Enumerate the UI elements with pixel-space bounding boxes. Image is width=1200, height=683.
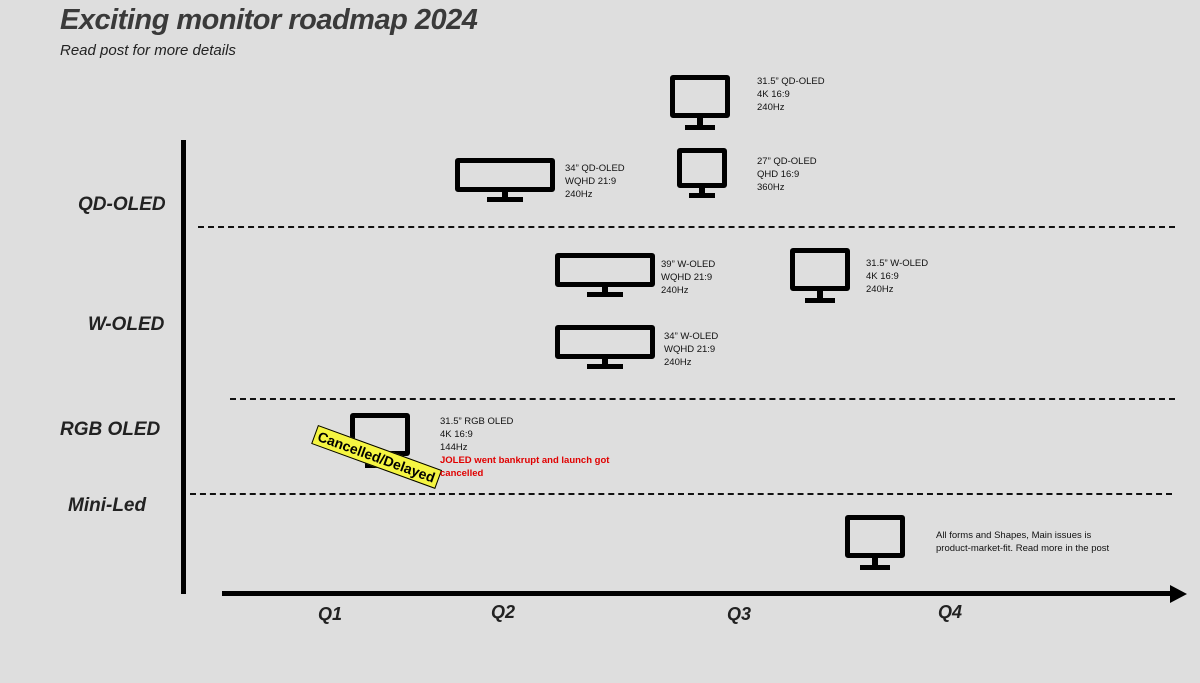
row-label-rgb-oled: RGB OLED bbox=[60, 419, 161, 440]
divider bbox=[190, 493, 1172, 495]
quarter-q2: Q2 bbox=[491, 602, 516, 622]
vertical-axis bbox=[181, 140, 186, 594]
row-label-qd-oled: QD-OLED bbox=[78, 194, 166, 215]
page-title: Exciting monitor roadmap 2024 bbox=[60, 4, 478, 36]
row-label-mini-led: Mini-Led bbox=[68, 495, 147, 516]
subtitle: Read post for more details bbox=[60, 42, 236, 59]
monitor-icon bbox=[555, 325, 655, 369]
monitor-icon bbox=[677, 148, 727, 198]
monitor-icon bbox=[455, 158, 555, 202]
monitor-icon bbox=[670, 75, 730, 130]
time-axis bbox=[222, 591, 1172, 596]
row-label-w-oled: W-OLED bbox=[88, 314, 165, 335]
cancel-note: JOLED went bankrupt and launch got bbox=[440, 455, 610, 466]
quarter-q4: Q4 bbox=[938, 602, 963, 622]
monitor-icon bbox=[845, 515, 905, 570]
quarter-q3: Q3 bbox=[727, 604, 752, 624]
arrow-head-icon bbox=[1170, 585, 1187, 603]
monitor-icon bbox=[555, 253, 655, 297]
monitor-icon bbox=[790, 248, 850, 303]
divider bbox=[198, 226, 1175, 228]
quarter-q1: Q1 bbox=[318, 604, 343, 624]
divider bbox=[230, 398, 1175, 400]
